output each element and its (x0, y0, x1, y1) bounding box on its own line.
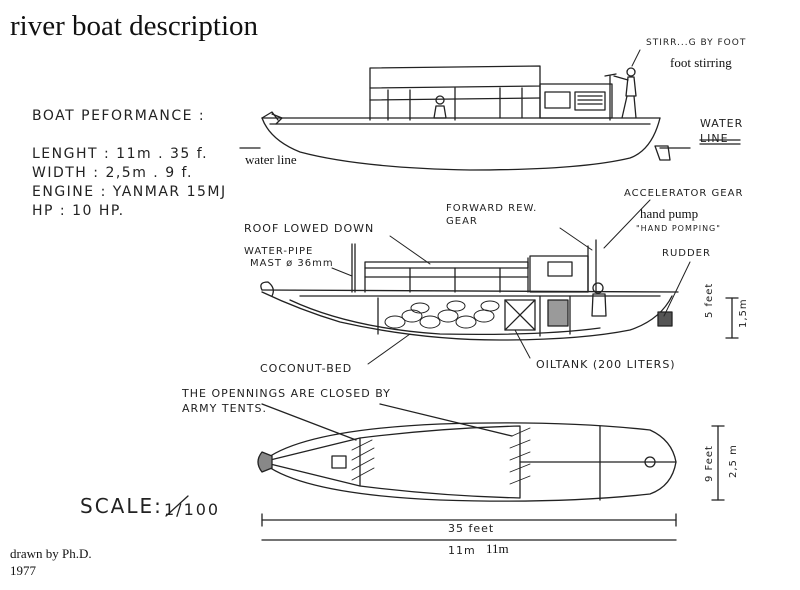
rudder-label: RUDDER (662, 248, 711, 259)
forward-gear-label: FORWARD REW. GEAR (446, 203, 538, 227)
accelerator-label: ACCELERATOR GEAR (624, 188, 744, 199)
length-m-handwritten-label: 11m (448, 544, 476, 557)
plan-view (257, 403, 725, 541)
leader-lines (331, 49, 691, 365)
scale-fraction-bar (165, 495, 189, 517)
height-feet-label: 5 feet (704, 282, 715, 318)
credit-year: 1977 (10, 563, 36, 578)
mast-label: MAST ø 36mm (250, 258, 334, 269)
width-feet-label: 9 Feet (704, 445, 715, 482)
length-m-label: 11m (486, 541, 509, 556)
performance-hp: HP : 10 HP. (32, 203, 125, 219)
water-line-handwritten-label: WATER LINE (700, 117, 744, 145)
performance-length: LENGHT : 11m . 35 f. (32, 146, 209, 162)
performance-engine: ENGINE : YANMAR 15MJ (32, 184, 227, 200)
width-m-label: 2,5 m (728, 444, 739, 478)
water-pipe-label: WATER-PIPE (244, 246, 314, 257)
height-m-label: 1,5m (738, 298, 749, 328)
credit-line1: drawn by Ph.D. (10, 546, 92, 561)
coconut-bed-label: COCONUT-BED (260, 362, 353, 375)
foot-stirring-label: foot stirring (670, 55, 732, 70)
performance-width: WIDTH : 2,5m . 9 f. (32, 165, 193, 181)
hand-pumping-label: "HAND POMPING" (636, 224, 721, 233)
section-view (260, 239, 739, 341)
performance-heading: BOAT PEFORMANCE : (32, 108, 206, 124)
stirring-handwritten-label: STIRR...G BY FOOT (646, 38, 747, 48)
hand-pump-label: hand pump (640, 206, 699, 221)
water-line-label: water line (245, 152, 297, 167)
roof-label: ROOF LOWED DOWN (244, 222, 375, 235)
scale-value: 1/100 (164, 500, 221, 519)
openings-note: THE OPENNINGS ARE CLOSED BY ARMY TENTS. (182, 387, 391, 415)
side-view (239, 65, 741, 171)
scale-label: SCALE: (80, 494, 163, 518)
oiltank-label: OILTANK (200 LITERS) (536, 358, 676, 371)
length-feet-label: 35 feet (448, 522, 495, 535)
page-title: river boat description (10, 10, 259, 42)
